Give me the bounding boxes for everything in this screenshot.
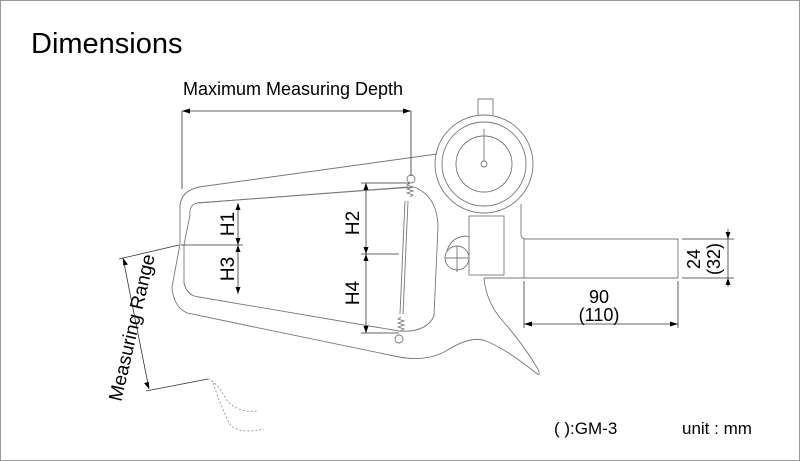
dial-ring — [441, 121, 527, 207]
spring-coils — [396, 182, 415, 332]
gauge-outline — [171, 98, 679, 375]
h1-h3-dimension: H1 H3 — [181, 203, 243, 294]
h3-label: H3 — [218, 257, 239, 281]
height-alt-value: (32) — [704, 243, 724, 275]
spring-top-ball — [406, 174, 416, 184]
knob-housing — [446, 235, 470, 252]
spring-bottom-ball — [394, 334, 404, 344]
height-value: 24 — [684, 249, 704, 269]
h1-label: H1 — [218, 212, 239, 236]
unit-note: unit : mm — [682, 419, 752, 438]
max-depth-dimension: Maximum Measuring Depth — [181, 79, 412, 189]
spring-rod — [399, 200, 409, 315]
h4-label: H4 — [343, 280, 364, 305]
knob-crosshair — [445, 246, 469, 272]
dial-bezel — [434, 114, 534, 214]
h2-label: H2 — [343, 211, 364, 235]
max-depth-label: Maximum Measuring Depth — [183, 79, 403, 99]
inner-jaw — [183, 186, 439, 332]
model-note: ( ):GM-3 — [554, 419, 617, 438]
page-title: Dimensions — [31, 28, 183, 60]
width-value: 90 — [589, 287, 609, 307]
measuring-range-label: Measuring Range — [106, 252, 160, 403]
height-dimension: 24 (32) — [682, 229, 734, 287]
width-alt-value: (110) — [579, 305, 620, 325]
upper-arm-inner — [196, 186, 409, 204]
measuring-bar — [484, 204, 679, 279]
h2-h4-dimension: H2 H4 — [343, 182, 409, 334]
width-dimension: 90 (110) — [523, 281, 679, 328]
body-block — [468, 215, 505, 276]
dial-center — [480, 160, 488, 168]
outer-frame — [171, 153, 540, 375]
dial-stem — [477, 98, 494, 115]
jaw-open-phantom — [207, 378, 259, 412]
measuring-range-dimension: Measuring Range — [106, 244, 265, 432]
jaw-open-phantom-2 — [212, 382, 265, 432]
